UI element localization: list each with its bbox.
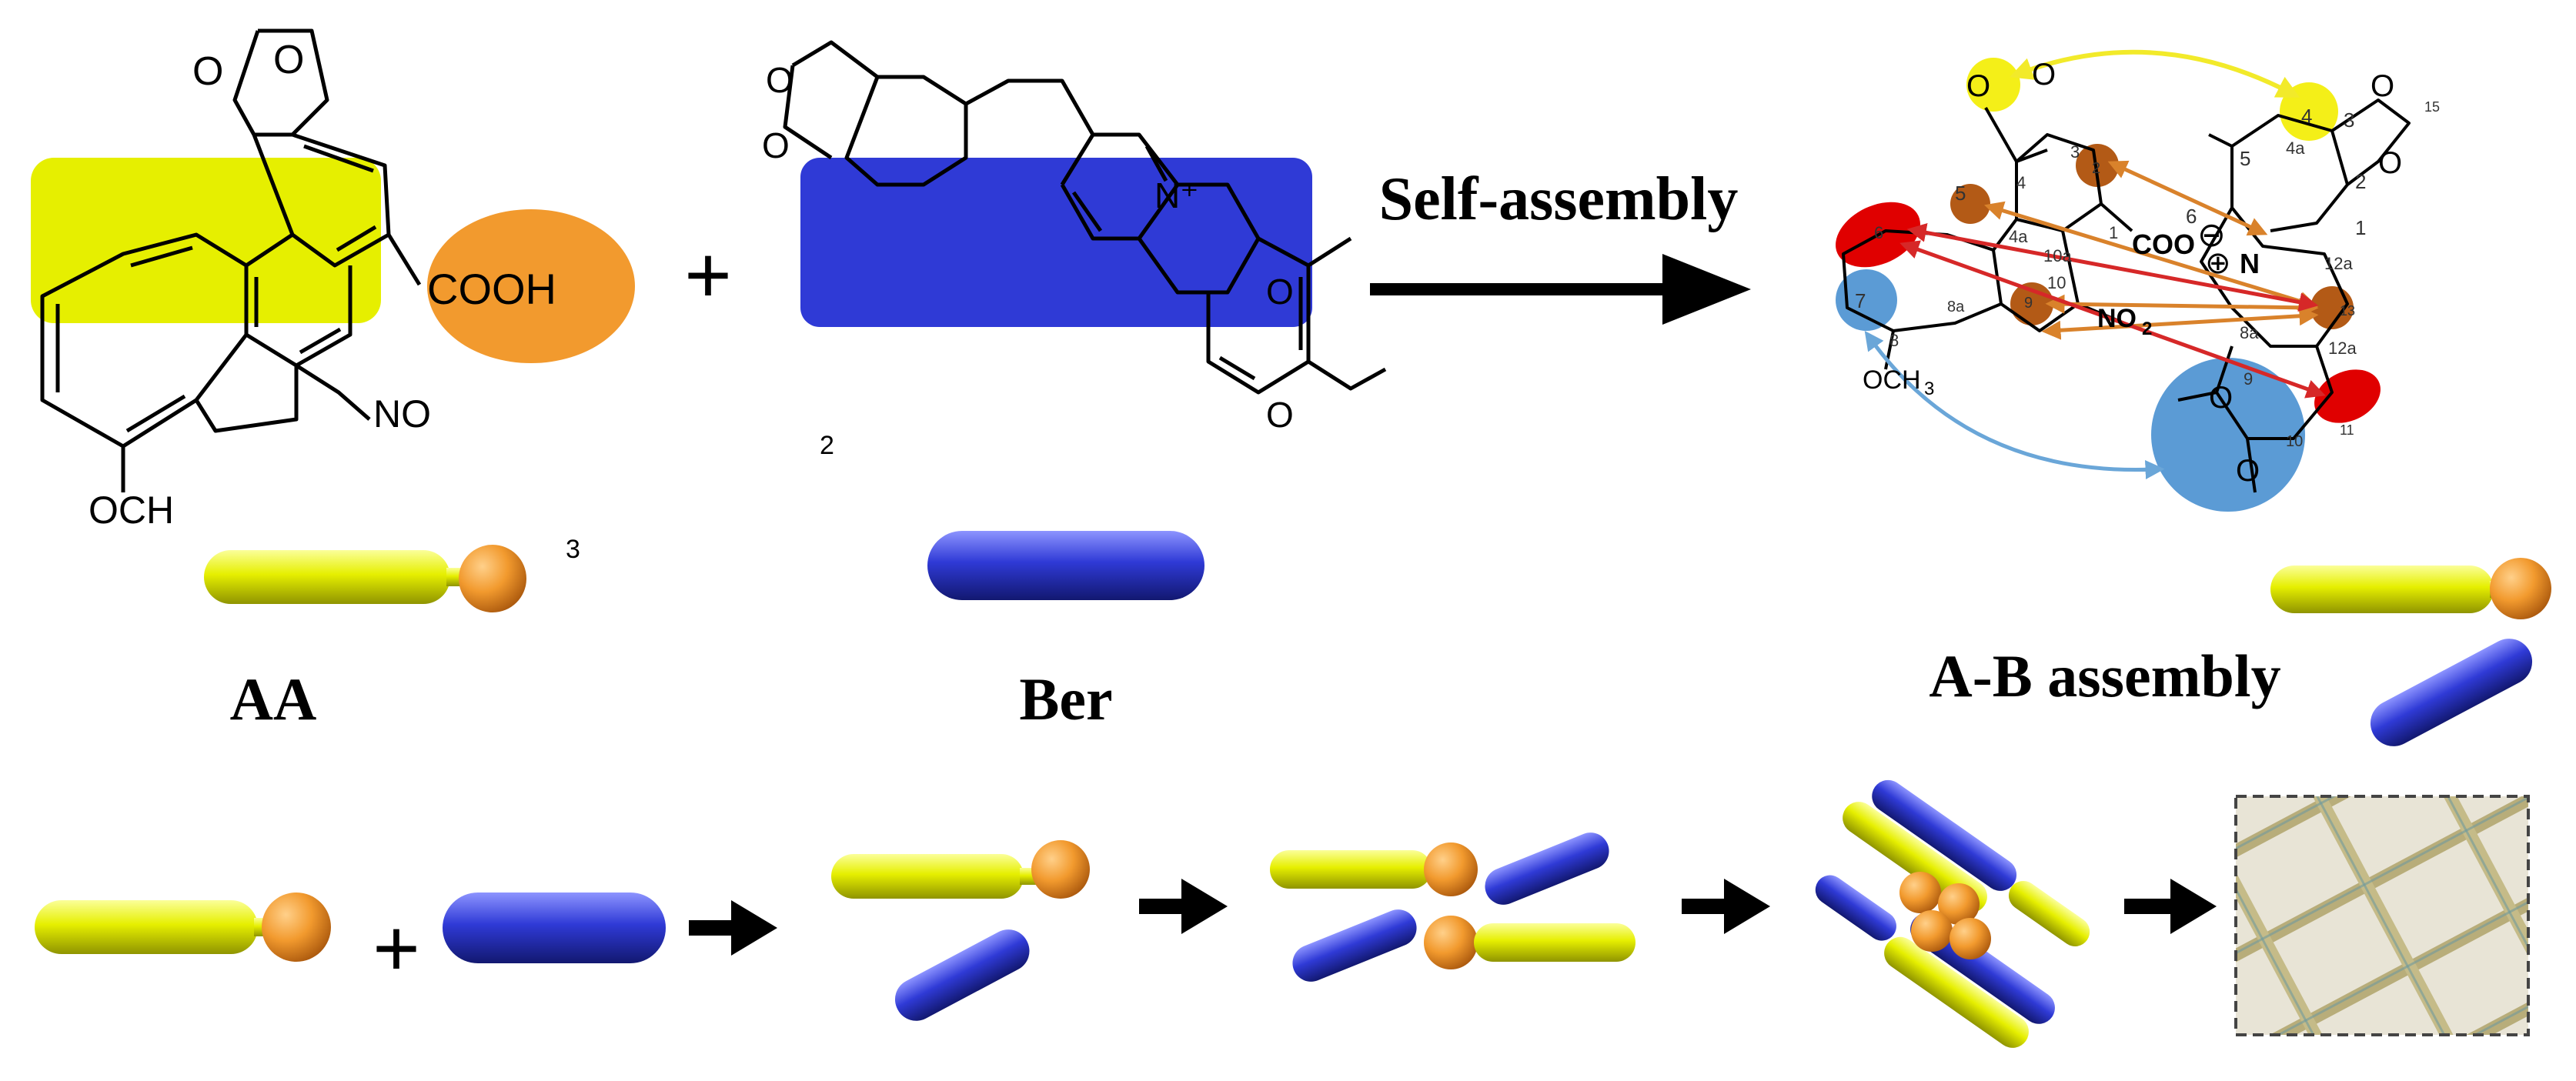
bottom-ber-rod xyxy=(443,892,666,963)
ab-num-13: 10 xyxy=(2286,433,2303,450)
ab-num-27: 1 xyxy=(2109,223,2118,242)
bottom-arrow-3 xyxy=(1682,879,1770,934)
aa-nitro-label: NO xyxy=(373,392,431,435)
aa-skeleton xyxy=(40,28,422,492)
aa-o-atom-1: O xyxy=(192,49,223,94)
ber-o-atom-4: O xyxy=(1266,395,1294,435)
bottom-pair xyxy=(831,840,1090,1021)
bottom-plus-sign: + xyxy=(373,902,421,996)
ber-molecule: O O O O N⁺ 2 xyxy=(762,40,1387,460)
ber-o-atom-2: O xyxy=(762,125,790,165)
ab-num-21: 7 xyxy=(1855,289,1866,312)
bottom-arrow-2 xyxy=(1139,879,1228,934)
aa-methoxy-label: OCH xyxy=(89,489,174,532)
ber-name: Ber xyxy=(1019,666,1112,732)
ber-rod-icon xyxy=(927,531,1204,600)
ab-num-20: 6 xyxy=(1874,223,1883,242)
ab-methoxy-label: OCH xyxy=(1863,365,1921,395)
aa-molecule: O O COOH NO OCH 3 xyxy=(31,28,635,564)
bottom-cluster xyxy=(1815,779,2090,1048)
ab-yellow-arrow xyxy=(2009,49,2300,98)
ber-n-cation: N⁺ xyxy=(1154,175,1199,215)
ab-num-8: 12a xyxy=(2324,254,2353,273)
ab-num-0: 4 xyxy=(2301,105,2312,128)
ab-num-24: 9 xyxy=(2024,295,2033,312)
ber-highlight xyxy=(800,158,1312,327)
aa-carboxyl-highlight xyxy=(427,209,635,363)
ab-num-19: 5 xyxy=(1955,182,1966,205)
ab-atom-numbers: 4 3 15 5 4a 2 6 1 12a 13 12a 8a 9 10 11 … xyxy=(1855,99,2440,450)
ab-num-5: 2 xyxy=(2355,170,2366,193)
aa-cooh-label: COOH xyxy=(427,265,556,313)
ab-num-23: 8a xyxy=(1947,299,1965,315)
plus-sign: + xyxy=(684,229,733,322)
ab-red-spot-2 xyxy=(2314,369,2381,423)
ab-carboxylate-label: COO xyxy=(2132,229,2195,260)
self-assembly-label: Self-assembly xyxy=(1379,165,1739,233)
ab-pair-yellow-rod xyxy=(2270,566,2494,613)
aa-rod-yellow xyxy=(204,550,450,604)
ber-o-atom-1: O xyxy=(766,60,794,100)
ab-yellow-spot-1 xyxy=(1966,58,2020,112)
ab-pair-head xyxy=(2490,558,2551,619)
ab-num-11: 8a xyxy=(2240,323,2259,342)
bottom-sequence: + xyxy=(35,779,2530,1048)
ab-blue-arrow xyxy=(1864,330,2165,480)
reaction-arrow xyxy=(1370,254,1751,325)
ab-o-atom-5: O xyxy=(2209,381,2233,415)
ab-num-4: 4a xyxy=(2286,138,2305,158)
ab-pair-icon xyxy=(2270,558,2551,746)
ab-num-6: 6 xyxy=(2186,205,2197,228)
ab-num-9: 13 xyxy=(2340,303,2355,319)
ab-num-25: 10 xyxy=(2047,273,2066,292)
ab-num-16: 2 xyxy=(2092,160,2100,177)
ab-num-3: 5 xyxy=(2240,147,2250,170)
ab-o-atom-3: O xyxy=(2371,69,2394,103)
ber-side-number: 2 xyxy=(820,431,834,460)
ab-cation-sign: ⊕ xyxy=(2205,246,2231,280)
ab-num-1: 3 xyxy=(2344,108,2354,132)
ab-num-22: 8 xyxy=(1889,331,1899,350)
ab-nitrogen-label: N xyxy=(2240,248,2260,279)
bottom-mesh-network xyxy=(2234,795,2530,1036)
ab-orange-arrow-4 xyxy=(2041,306,2319,340)
ab-num-2: 15 xyxy=(2424,99,2440,115)
aa-name: AA xyxy=(230,666,317,732)
ab-o-atom-6: O xyxy=(2236,454,2260,488)
bottom-dimer xyxy=(1270,832,1635,982)
bottom-aa-rod xyxy=(35,892,331,962)
ab-num-26: 10a xyxy=(2043,246,2072,265)
ab-nitro-label: NO xyxy=(2097,304,2137,333)
bottom-arrow-4 xyxy=(2124,879,2217,934)
ber-skeleton xyxy=(783,40,1387,395)
ab-num-15: 3 xyxy=(2070,142,2080,162)
ab-complex: O O O O O O COO ⊖ ⊕ N NO 2 OCH 3 4 3 15 … xyxy=(1836,49,2440,512)
ab-num-12: 9 xyxy=(2244,369,2253,389)
ab-num-14: 11 xyxy=(2340,422,2354,438)
ab-blue-spot-1 xyxy=(1836,269,1897,331)
ab-anion-sign: ⊖ xyxy=(2197,216,2226,254)
ab-o-atom-1: O xyxy=(1966,69,1990,103)
aa-rod-head xyxy=(459,545,526,612)
ab-num-7: 1 xyxy=(2355,216,2366,239)
ab-o-atom-4: O xyxy=(2378,146,2402,180)
ab-orange-arrow-3 xyxy=(2045,294,2319,318)
aa-side-number: 3 xyxy=(566,535,580,564)
bottom-arrow-1 xyxy=(689,900,777,956)
ab-num-17: 4 xyxy=(2016,173,2026,192)
aa-o-atom-2: O xyxy=(273,38,304,82)
ab-red-arrow-2 xyxy=(1899,240,2326,399)
ab-methoxy-sub: 3 xyxy=(1924,379,1934,399)
ber-o-atom-3: O xyxy=(1266,272,1294,312)
ab-brown-spot-2 xyxy=(1950,184,1990,224)
ab-name: A-B assembly xyxy=(1929,642,2280,709)
ab-pair-blue-rod xyxy=(2370,639,2533,746)
ab-num-18: 4a xyxy=(2009,227,2028,246)
ab-nitro-sub: 2 xyxy=(2142,319,2152,339)
ab-num-10: 12a xyxy=(2328,339,2357,358)
ab-o-atom-2: O xyxy=(2032,58,2056,92)
aa-rod-icon xyxy=(204,545,526,612)
